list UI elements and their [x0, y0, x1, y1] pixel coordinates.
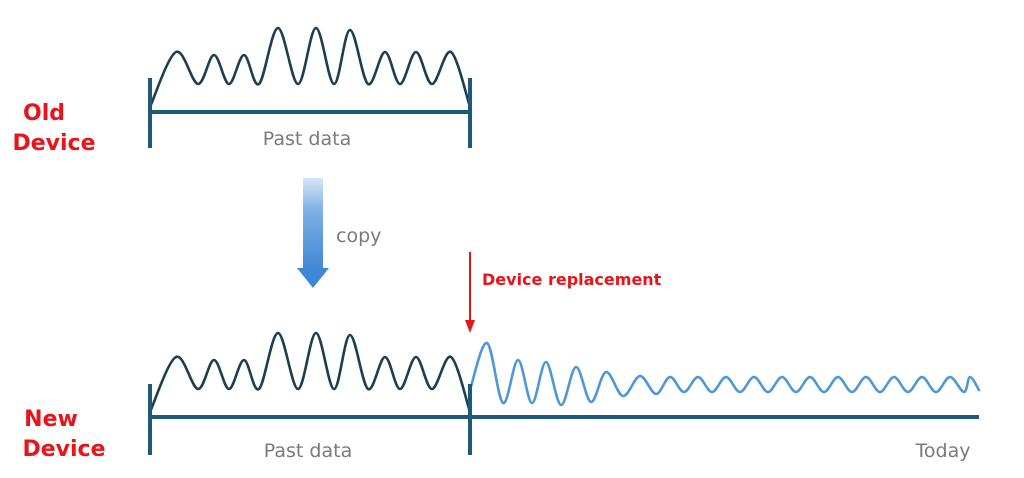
- replacement-arrow: [465, 252, 475, 333]
- new-device-axis: [148, 384, 979, 455]
- old-device-axis: [148, 78, 472, 148]
- new-device-new-data-wave: [468, 341, 981, 407]
- new-device-axis-label: Past data: [264, 440, 352, 462]
- old-device-past-wave: [148, 26, 472, 109]
- old-device-axis-label: Past data: [263, 128, 351, 150]
- copy-arrow-head: [297, 268, 329, 288]
- replacement-label: Device replacement: [482, 270, 662, 289]
- old-device-label-line2: Device: [12, 131, 95, 156]
- old-device-label-line1: Old: [23, 101, 65, 126]
- copy-arrow-shaft: [303, 178, 323, 270]
- new-device-label-line1: New: [24, 407, 78, 432]
- new-device-label-line2: Device: [22, 437, 105, 462]
- copy-arrow: [297, 178, 329, 288]
- copy-label: copy: [336, 225, 381, 247]
- new-device-copied-past-wave: [148, 331, 472, 414]
- replacement-arrow-head: [465, 320, 475, 333]
- today-label: Today: [915, 440, 971, 462]
